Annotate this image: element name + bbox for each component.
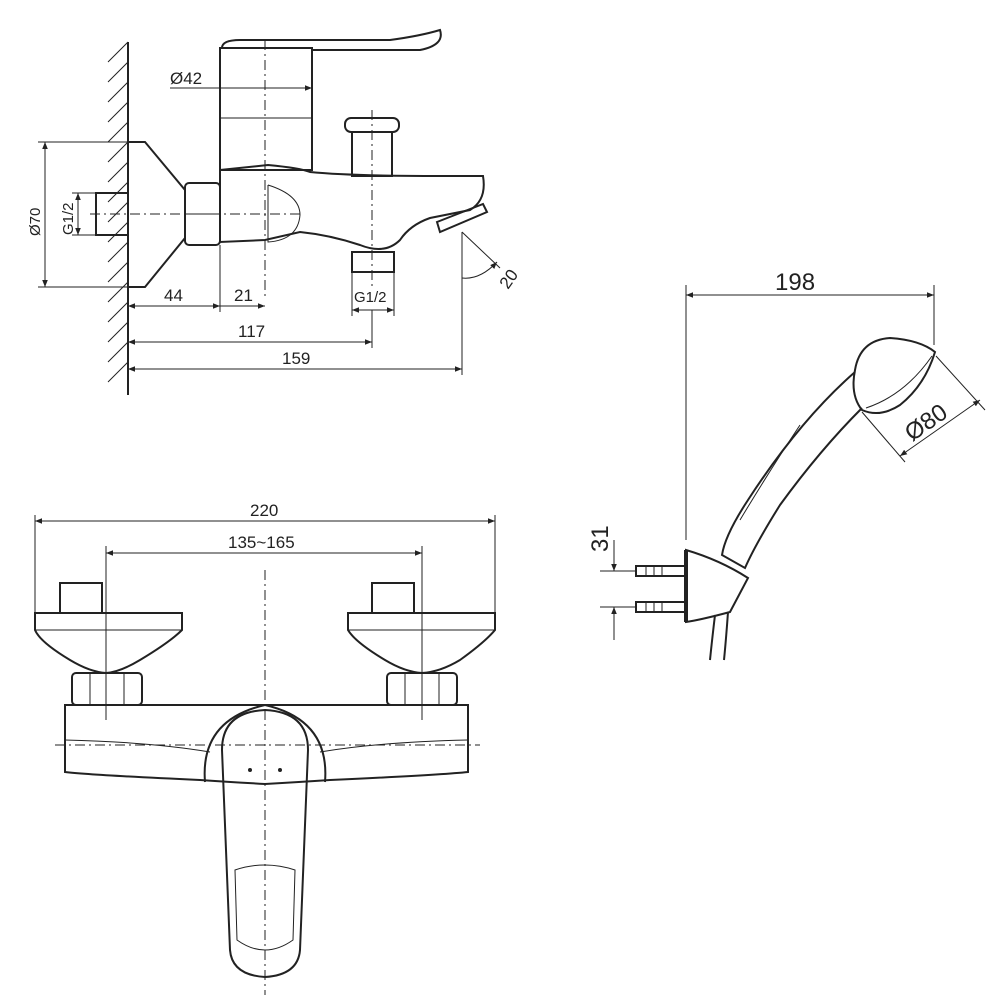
dim-shower-length: 198 [775,269,815,296]
dim-holder-spacing: 31 [587,525,614,552]
lever-handle-side [221,28,442,51]
front-view: 220 135~165 [34,501,496,995]
spout-nozzle [435,202,489,234]
left-nut-front [71,672,143,706]
shower-handle [720,371,863,570]
lever-housing [219,47,313,171]
dim-44: 44 [164,286,183,305]
dim-overall-width: 220 [250,501,278,520]
dim-thread-inlet: G1/2 [60,202,77,235]
mixer-body-side [219,163,485,250]
holder-screw-top [635,565,687,577]
dim-thread-outlet: G1/2 [354,289,387,306]
dim-diameter-flange: Ø70 [27,208,44,236]
wall-hatching [107,41,129,395]
shower-view: 198 31 Ø80 [587,269,986,661]
dim-21: 21 [234,286,253,305]
mixer-body-front [64,704,469,786]
dim-117: 117 [238,322,265,341]
dim-head-diameter: Ø80 [900,399,953,447]
lever-handle-front [220,708,310,979]
wall-holder [685,548,750,624]
dim-center-range: 135~165 [228,533,295,552]
shower-hose [709,614,716,661]
holder-screw-bottom [635,601,687,613]
dim-diameter-top: Ø42 [170,69,202,88]
shower-head [852,336,937,415]
left-flange-front [34,612,183,675]
dim-angle: 20 [496,266,522,292]
side-view: Ø42 Ø70 G1/2 G1/2 44 21 117 159 20 [27,28,522,395]
dim-159: 159 [282,349,310,368]
bottom-outlet [351,251,395,273]
